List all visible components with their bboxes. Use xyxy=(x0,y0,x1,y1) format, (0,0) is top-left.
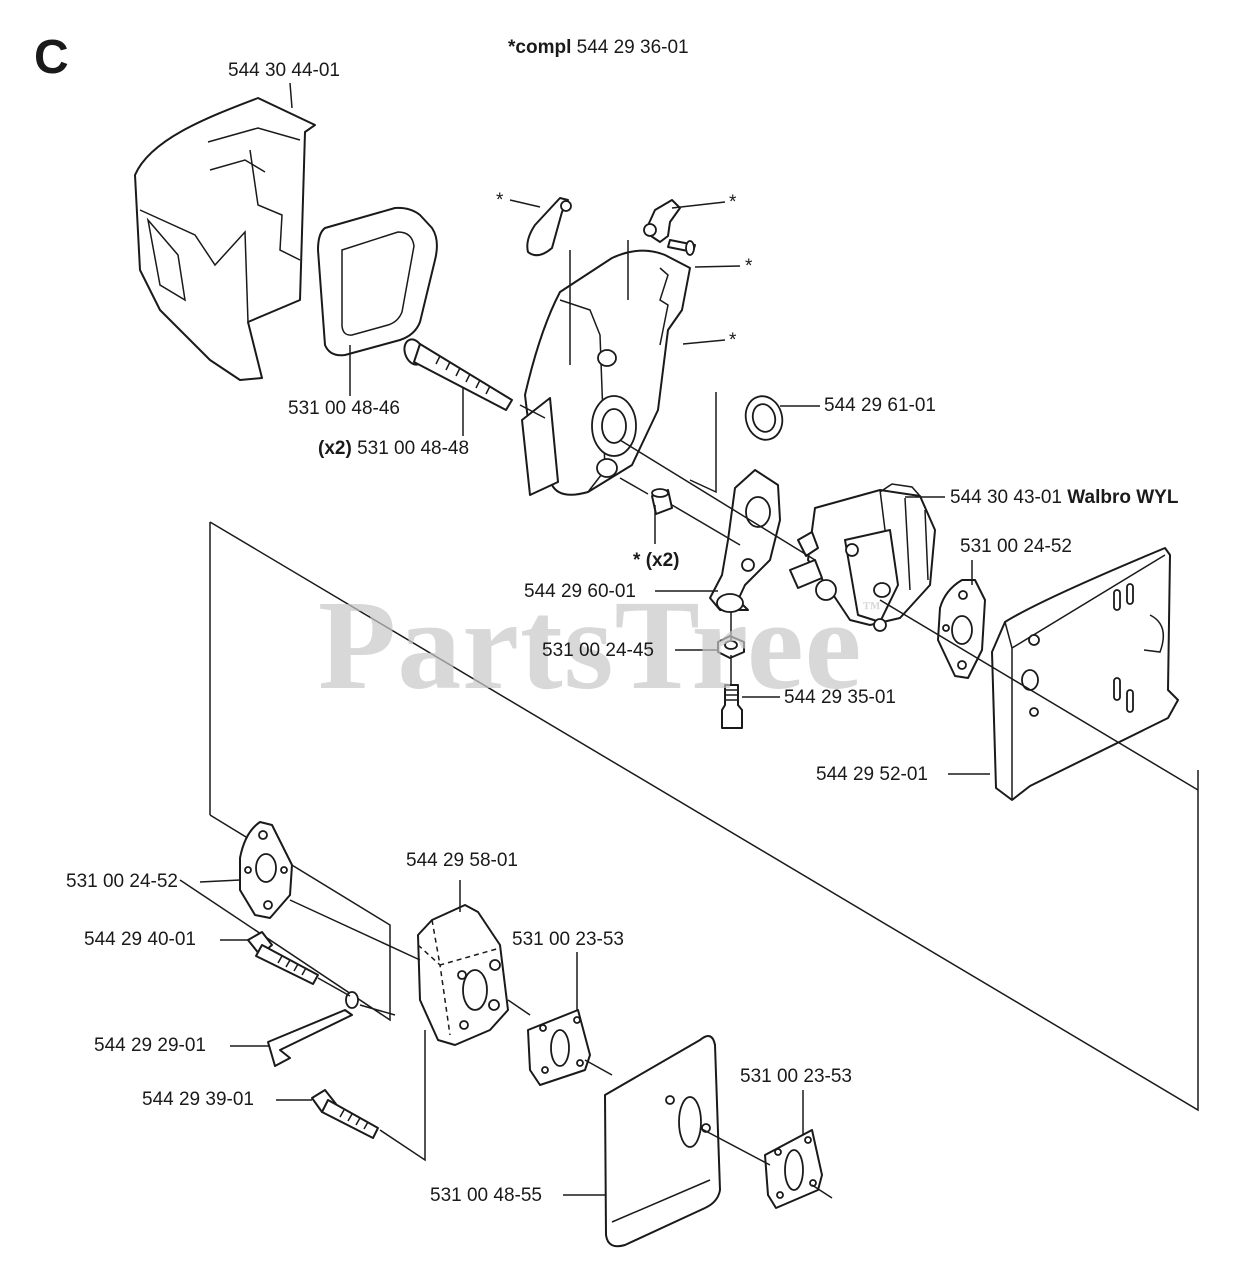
callout-screw: (x2) 531 00 48-48 xyxy=(318,438,469,460)
assembly-frame-line xyxy=(209,521,1199,1112)
callout-bracket: 544 29 60-01 xyxy=(524,581,636,602)
gasket-mid-part xyxy=(527,1009,591,1086)
compl-header: *compl 544 29 36-01 xyxy=(508,37,689,59)
carburetor-part-number: 544 30 43-01 xyxy=(950,487,1062,508)
screw-part-number: 531 00 48-48 xyxy=(357,438,470,459)
callout-gasket-mid: 531 00 23-53 xyxy=(512,929,624,950)
section-letter: C xyxy=(34,31,69,84)
screw-part xyxy=(403,338,513,411)
callout-air-filter: 531 00 48-46 xyxy=(288,398,400,419)
nut-part xyxy=(717,635,745,659)
callout-sleeve: * (x2) xyxy=(633,550,679,572)
callout-gasket-right: 531 00 23-53 xyxy=(740,1066,852,1087)
assembly-frame-line xyxy=(179,814,391,1022)
callout-nut: 531 00 24-45 xyxy=(542,640,654,661)
callout-star-choke-lever: * xyxy=(729,192,737,213)
trademark-symbol: ™ xyxy=(862,598,882,618)
bolt-short-part xyxy=(311,1089,379,1139)
clip-part xyxy=(526,197,572,257)
sleeve-star: * xyxy=(633,550,641,571)
callout-bolt-short: 544 29 39-01 xyxy=(142,1089,254,1110)
insulator-plate-part xyxy=(604,1035,721,1248)
lever-rod-part xyxy=(267,991,359,1067)
choke-lever-part xyxy=(643,199,696,256)
intake-manifold-part xyxy=(417,904,509,1046)
nipple-part xyxy=(721,684,743,729)
bolt-long-part xyxy=(247,931,319,985)
carburetor-brand: Walbro WYL xyxy=(1067,487,1179,508)
callout-carb-gasket-upper: 531 00 24-52 xyxy=(960,536,1072,557)
callout-heat-shield: 544 29 52-01 xyxy=(816,764,928,785)
carburetor-part xyxy=(789,483,936,632)
callout-lever-rod: 544 29 29-01 xyxy=(94,1035,206,1056)
callout-gasket-ring: 544 29 61-01 xyxy=(824,395,936,416)
compl-label: *compl xyxy=(508,37,572,58)
filter-holder-part xyxy=(521,249,691,496)
callout-star-filter-holder: * xyxy=(729,330,737,351)
callout-carburetor: 544 30 43-01 Walbro WYL xyxy=(950,487,1178,509)
callout-star-screw: * xyxy=(745,256,753,277)
sleeve-part xyxy=(651,488,673,515)
leader-lines xyxy=(199,82,990,1196)
callout-intake-manifold: 544 29 58-01 xyxy=(406,850,518,871)
callout-air-filter-cover: 544 30 44-01 xyxy=(228,60,340,81)
sleeve-qty: (x2) xyxy=(645,550,680,571)
callout-bolt-long: 544 29 40-01 xyxy=(84,929,196,950)
compl-part-number: 544 29 36-01 xyxy=(576,37,689,58)
callout-nipple: 544 29 35-01 xyxy=(784,687,896,708)
air-filter-cover-part xyxy=(134,97,316,381)
callout-insulator-plate: 531 00 48-55 xyxy=(430,1185,542,1206)
gasket-ring-part xyxy=(744,395,784,441)
heat-shield-part xyxy=(991,547,1179,801)
callout-carb-gasket-lower: 531 00 24-52 xyxy=(66,871,178,892)
callout-star-clip: * xyxy=(496,190,504,211)
watermark: PartsTree™ xyxy=(318,574,882,716)
screw-qty: (x2) xyxy=(318,438,352,459)
alignment-lines xyxy=(289,240,1199,1199)
carb-gasket-lower-part xyxy=(239,821,293,919)
bracket-part xyxy=(709,469,781,613)
air-filter-part xyxy=(317,206,438,357)
carb-gasket-upper-part xyxy=(937,579,986,679)
gasket-right-part xyxy=(764,1129,823,1209)
